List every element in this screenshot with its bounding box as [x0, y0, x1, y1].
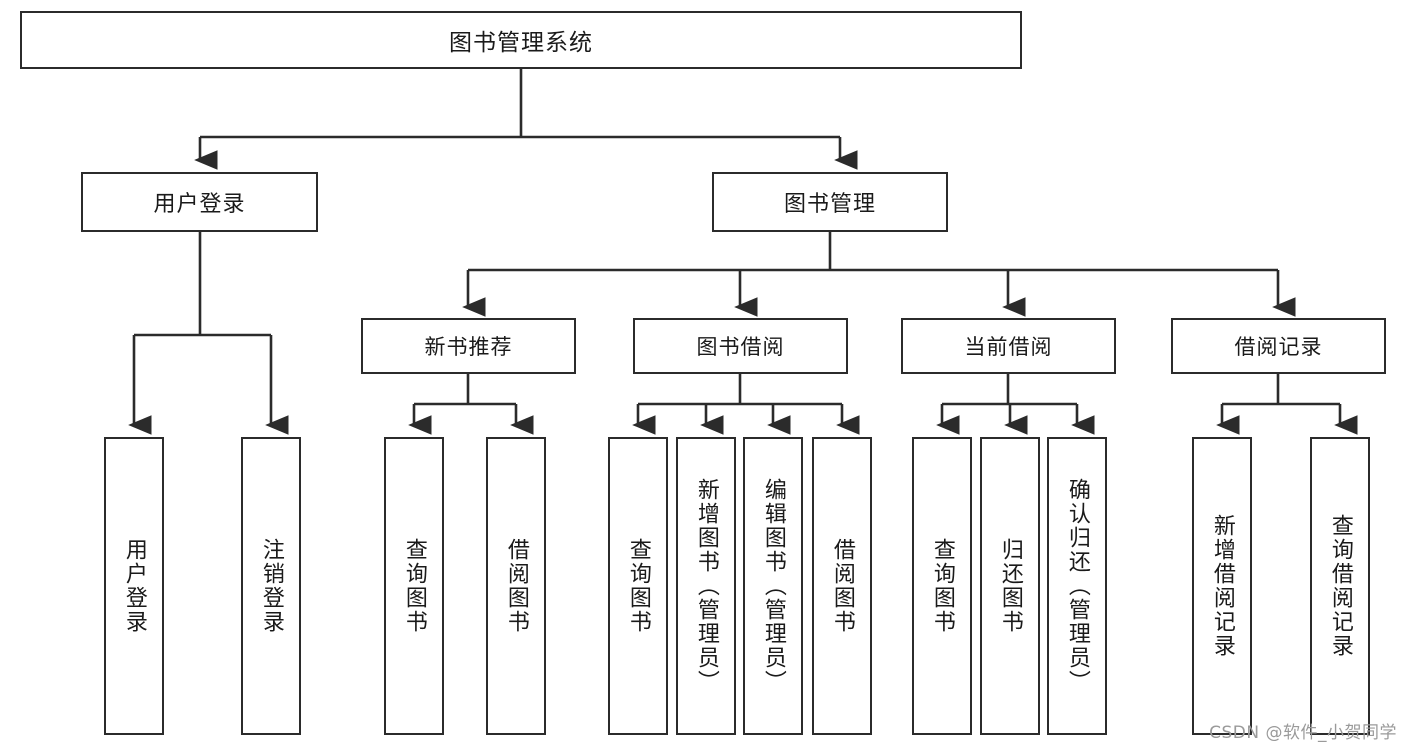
node-leaf-query-record-label: 查询借阅记录: [1327, 514, 1353, 658]
node-book-manage[interactable]: 图书管理: [712, 172, 948, 232]
node-leaf-user-login[interactable]: 用户登录: [104, 437, 164, 735]
node-leaf-query-book-3[interactable]: 查询图书: [912, 437, 972, 735]
node-leaf-add-book[interactable]: 新增图书（管理员）: [676, 437, 736, 735]
node-leaf-edit-book[interactable]: 编辑图书（管理员）: [743, 437, 803, 735]
node-new-book-recommend[interactable]: 新书推荐: [361, 318, 576, 374]
node-leaf-query-book-2[interactable]: 查询图书: [608, 437, 668, 735]
node-leaf-borrow-book-2[interactable]: 借阅图书: [812, 437, 872, 735]
node-book-borrow-label: 图书借阅: [696, 335, 785, 359]
node-user-login[interactable]: 用户登录: [81, 172, 318, 232]
node-leaf-query-book-1[interactable]: 查询图书: [384, 437, 444, 735]
node-root-label: 图书管理系统: [449, 30, 593, 56]
node-book-borrow[interactable]: 图书借阅: [633, 318, 848, 374]
node-root[interactable]: 图书管理系统: [20, 11, 1022, 69]
node-borrow-record-label: 借阅记录: [1234, 335, 1323, 359]
node-leaf-add-record-label: 新增借阅记录: [1209, 514, 1235, 658]
node-leaf-query-book-2-label: 查询图书: [625, 538, 651, 634]
node-leaf-user-logout[interactable]: 注销登录: [241, 437, 301, 735]
node-current-borrow-label: 当前借阅: [964, 335, 1053, 359]
node-book-manage-label: 图书管理: [783, 192, 876, 217]
node-user-login-label: 用户登录: [153, 192, 246, 217]
node-leaf-user-logout-label: 注销登录: [258, 538, 284, 634]
node-leaf-edit-book-label: 编辑图书（管理员）: [760, 478, 786, 694]
watermark: CSDN @软件_小贺同学: [1209, 723, 1397, 743]
node-leaf-query-record[interactable]: 查询借阅记录: [1310, 437, 1370, 735]
node-leaf-confirm-return-label: 确认归还（管理员）: [1064, 478, 1090, 694]
node-new-book-recommend-label: 新书推荐: [424, 335, 513, 359]
node-leaf-confirm-return[interactable]: 确认归还（管理员）: [1047, 437, 1107, 735]
node-leaf-return-book[interactable]: 归还图书: [980, 437, 1040, 735]
node-leaf-user-login-label: 用户登录: [121, 538, 147, 634]
node-leaf-query-book-1-label: 查询图书: [401, 538, 427, 634]
node-leaf-borrow-book-1-label: 借阅图书: [503, 538, 529, 634]
node-leaf-query-book-3-label: 查询图书: [929, 538, 955, 634]
node-leaf-return-book-label: 归还图书: [997, 538, 1023, 634]
node-current-borrow[interactable]: 当前借阅: [901, 318, 1116, 374]
node-borrow-record[interactable]: 借阅记录: [1171, 318, 1386, 374]
node-leaf-borrow-book-2-label: 借阅图书: [829, 538, 855, 634]
node-leaf-add-book-label: 新增图书（管理员）: [693, 478, 719, 694]
node-leaf-borrow-book-1[interactable]: 借阅图书: [486, 437, 546, 735]
node-leaf-add-record[interactable]: 新增借阅记录: [1192, 437, 1252, 735]
